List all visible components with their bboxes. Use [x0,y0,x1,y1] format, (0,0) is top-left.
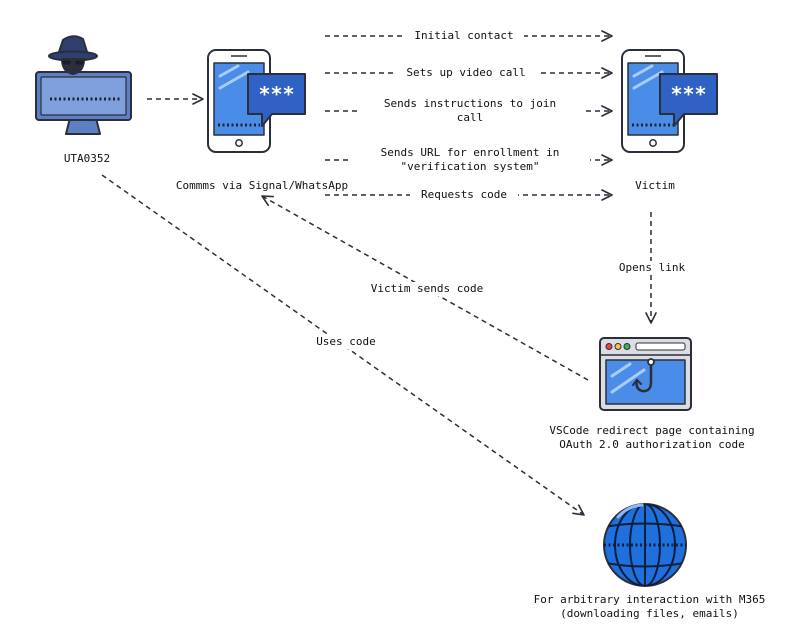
edge-label-requests-code: Requests code [410,188,518,202]
redirect-page-label: VSCode redirect page containing OAuth 2.… [520,424,784,452]
victim-label: Victim [613,179,697,193]
edge-label-uses-code: Uses code [304,335,388,349]
m365-label: For arbitrary interaction with M365 (dow… [505,593,794,621]
browser-phishing-hook-icon [599,337,692,411]
victim-chat-bubble-icon: *** [659,73,718,127]
edge-label-video-call: Sets up video call [394,66,538,80]
comms-phone-icon [207,49,271,153]
attacker-label: UTA0352 [40,152,134,166]
svg-text:***: *** [670,82,706,106]
hacker-computer-icon [35,35,132,135]
edge-label-initial-contact: Initial contact [404,29,524,43]
edge-label-opens-link: Opens link [607,261,697,275]
globe-icon [603,503,687,587]
svg-text:***: *** [258,82,294,106]
edge-label-victim-sends-code: Victim sends code [360,282,494,296]
edge-label-join-call: Sends instructions to join call [358,97,582,125]
edge-label-enroll-url: Sends URL for enrollment in "verificatio… [350,146,590,174]
comms-chat-bubble-icon: *** [247,73,306,127]
comms-label: Commms via Signal/WhatsApp [165,179,359,193]
